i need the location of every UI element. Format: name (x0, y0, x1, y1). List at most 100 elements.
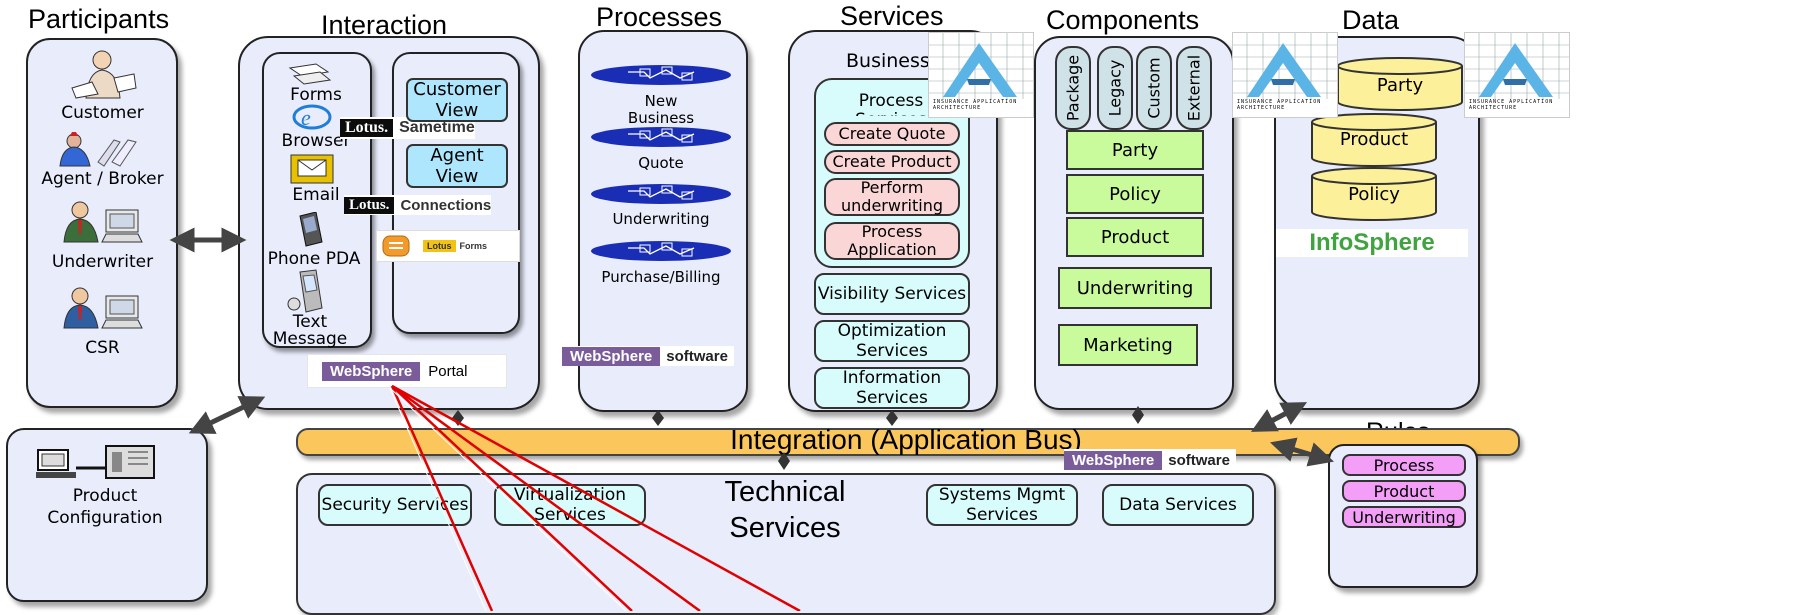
annotation-line (391, 385, 633, 611)
sametime-product: Sametime (399, 119, 475, 136)
annotation-line-highlight (389, 387, 627, 611)
integration-bus-label: Integration (Application Bus) (730, 424, 1082, 455)
data-store-product (1311, 113, 1437, 167)
text-message-icon (287, 269, 323, 313)
lotus-brand: Lotus. (344, 196, 395, 214)
infosphere-logo: InfoSphere (1276, 229, 1468, 257)
perform-underwriting-box: Perform underwriting (824, 178, 960, 216)
connector-components-bus (1132, 406, 1144, 424)
channel-text-message-label: Text Message (272, 312, 348, 349)
heading-participants: Participants (28, 4, 170, 34)
processes-websphere-logo: WebSphere software (562, 346, 734, 366)
security-services-box: Security Services (318, 484, 472, 526)
data-policy-label: Policy (1348, 184, 1400, 205)
visibility-services-box: Visibility Services (814, 273, 970, 315)
websphere-brand: WebSphere (562, 346, 661, 366)
websphere-brand: WebSphere (1064, 450, 1163, 470)
component-external-pill: External (1176, 46, 1212, 130)
annotation-line (391, 384, 801, 611)
process-flow-new-business (591, 65, 731, 85)
process-quote-label: Quote (638, 154, 684, 172)
process-flow-purchase-billing (591, 241, 731, 261)
rule-process-box: Process (1342, 454, 1466, 476)
csr-icon (63, 287, 143, 329)
phone-pda-icon (299, 212, 323, 247)
agent-broker-icon (59, 132, 137, 167)
heading-processes: Processes (596, 2, 723, 32)
websphere-software: software (666, 347, 728, 365)
arrow-bus-rules (1270, 437, 1334, 467)
process-flow-quote (591, 127, 731, 147)
channel-email-label: Email (292, 185, 340, 205)
forms-icon (288, 63, 332, 85)
computer-server-icon (36, 445, 155, 479)
connector-services-bus (886, 410, 898, 426)
arrow-config-interaction (188, 396, 266, 434)
connector-processes-bus (652, 410, 664, 426)
heading-interaction: Interaction (321, 10, 448, 40)
heading-services: Services (840, 1, 944, 31)
systems-mgmt-services-box: Systems Mgmt Services (926, 484, 1078, 526)
process-flow-underwriting (591, 184, 731, 204)
annotation-line-highlight (389, 387, 487, 611)
agent-view-box: Agent View (406, 144, 508, 188)
data-services-box: Data Services (1102, 484, 1254, 526)
optimization-services-box: Optimization Services (814, 320, 970, 362)
data-product-label: Product (1339, 129, 1409, 150)
component-party-box: Party (1066, 130, 1204, 170)
websphere-portal-logo: WebSphere Portal (307, 354, 507, 388)
lotus-forms-logo: Lotus Forms (376, 230, 520, 262)
connections-product: Connections (400, 196, 492, 214)
process-underwriting-label: Underwriting (612, 210, 710, 228)
lotus-sametime-logo: Lotus. Sametime (340, 117, 475, 139)
participant-underwriter-label: Underwriter (51, 252, 154, 272)
lotus-forms-brand: Lotus (423, 240, 456, 252)
annotation-line (390, 385, 494, 611)
process-application-box: Process Application (824, 222, 960, 260)
participant-agent-broker-label: Agent / Broker (41, 169, 164, 189)
iaa-logo-data: INSURANCE APPLICATION ARCHITECTURE (1464, 32, 1570, 118)
lotus-brand: Lotus. (340, 119, 394, 137)
process-purchase-billing-label: Purchase/Billing (601, 268, 721, 286)
data-party-label: Party (1376, 75, 1424, 96)
iaa-text: INSURANCE APPLICATION ARCHITECTURE (1237, 99, 1322, 111)
svg-text:e: e (301, 105, 311, 130)
connector-bus-technical (778, 452, 790, 470)
component-custom-pill: Custom (1136, 46, 1172, 130)
lotus-forms-icon (382, 235, 410, 257)
participants-panel (26, 38, 178, 408)
component-legacy-pill: Legacy (1097, 46, 1133, 130)
channel-forms-label: Forms (290, 85, 342, 105)
information-services-box: Information Services (814, 367, 970, 409)
rule-underwriting-box: Underwriting (1342, 506, 1466, 528)
iaa-logo-components: INSURANCE APPLICATION ARCHITECTURE (1232, 32, 1338, 118)
channel-browser-label: Browser (281, 131, 351, 151)
iaa-logo-graphic (929, 33, 1033, 99)
lotus-forms-product: Forms (459, 241, 488, 251)
participant-customer-label: Customer (61, 103, 144, 123)
create-product-box: Create Product (824, 150, 960, 174)
iaa-text: INSURANCE APPLICATION ARCHITECTURE (933, 99, 1018, 111)
rule-product-box: Product (1342, 480, 1466, 502)
customer-icon (71, 50, 137, 99)
data-store-party (1337, 57, 1463, 111)
component-underwriting-box: Underwriting (1058, 267, 1212, 309)
customer-view-box: Customer View (406, 78, 508, 122)
annotation-line (391, 384, 701, 611)
arrow-data-bus (1250, 402, 1308, 432)
websphere-brand: WebSphere (322, 361, 421, 381)
process-new-business-label: New Business (627, 92, 695, 127)
iaa-text: INSURANCE APPLICATION ARCHITECTURE (1469, 99, 1554, 111)
participant-csr-label: CSR (85, 338, 120, 358)
portal-product: Portal (428, 362, 468, 380)
iaa-logo-services: INSURANCE APPLICATION ARCHITECTURE (928, 32, 1034, 118)
underwriter-icon (63, 201, 143, 243)
lotus-connections-logo: Lotus. Connections (344, 195, 492, 215)
channel-phone-pda-label: Phone PDA (267, 249, 361, 269)
component-policy-box: Policy (1066, 174, 1204, 214)
component-marketing-box: Marketing (1058, 324, 1198, 366)
email-icon (290, 154, 334, 184)
create-quote-box: Create Quote (824, 122, 960, 146)
websphere-software: software (1168, 451, 1230, 469)
